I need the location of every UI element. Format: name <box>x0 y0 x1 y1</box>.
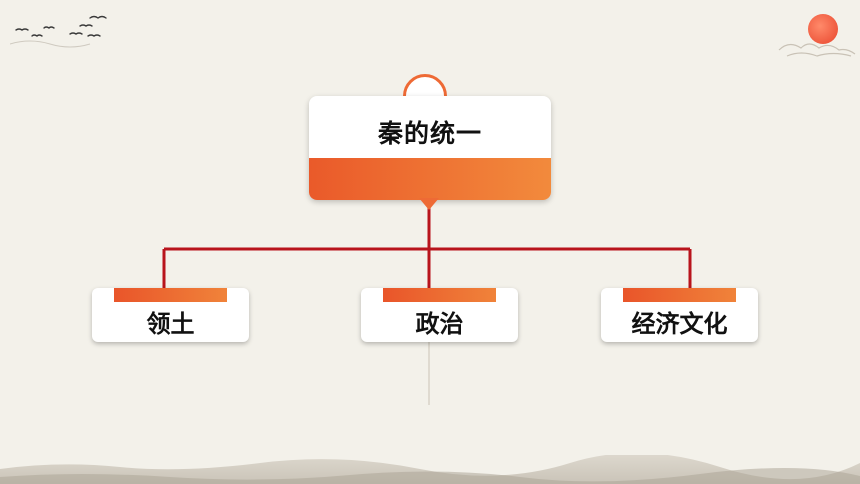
child-node-territory: 领土 <box>92 288 249 342</box>
clouds-icon <box>778 43 856 57</box>
root-node: 秦的统一 <box>309 96 551 200</box>
landscape-strip <box>0 455 860 484</box>
child-node-economy-culture: 经济文化 <box>601 288 758 342</box>
child-node-label: 政治 <box>415 310 464 338</box>
child-node-politics: 政治 <box>361 288 518 342</box>
root-node-label: 秦的统一 <box>377 119 482 148</box>
sun-icon <box>808 14 838 44</box>
root-node-pointer <box>419 198 439 210</box>
child-node-band <box>114 288 227 302</box>
child-node-label: 领土 <box>146 310 195 338</box>
flying-birds-icon <box>10 15 107 48</box>
child-node-label: 经济文化 <box>631 310 728 338</box>
child-node-band <box>383 288 496 302</box>
child-node-band <box>623 288 736 302</box>
root-node-band <box>309 158 551 200</box>
